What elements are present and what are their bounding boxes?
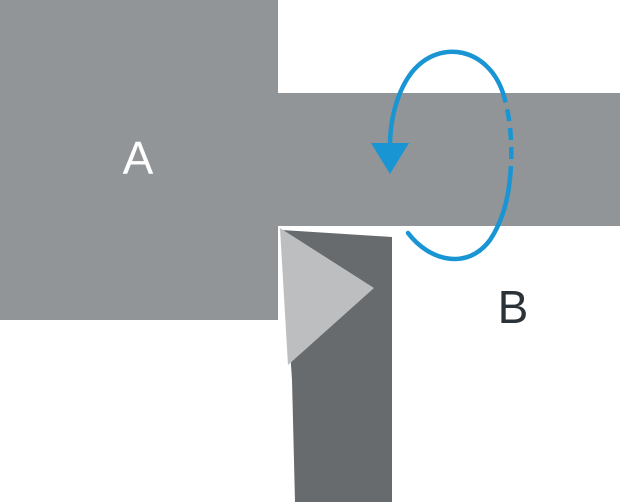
- label-a: A: [123, 132, 154, 184]
- rotation-arrowhead-icon: [371, 143, 409, 174]
- wedge-icon: [280, 228, 374, 365]
- block-a: [0, 0, 278, 320]
- rotation-arc-front: [405, 175, 513, 262]
- rotation-arc-top: [387, 49, 506, 148]
- rotation-arc-hidden: [500, 92, 514, 179]
- horizontal-beam: [270, 93, 620, 226]
- label-b: B: [498, 281, 529, 333]
